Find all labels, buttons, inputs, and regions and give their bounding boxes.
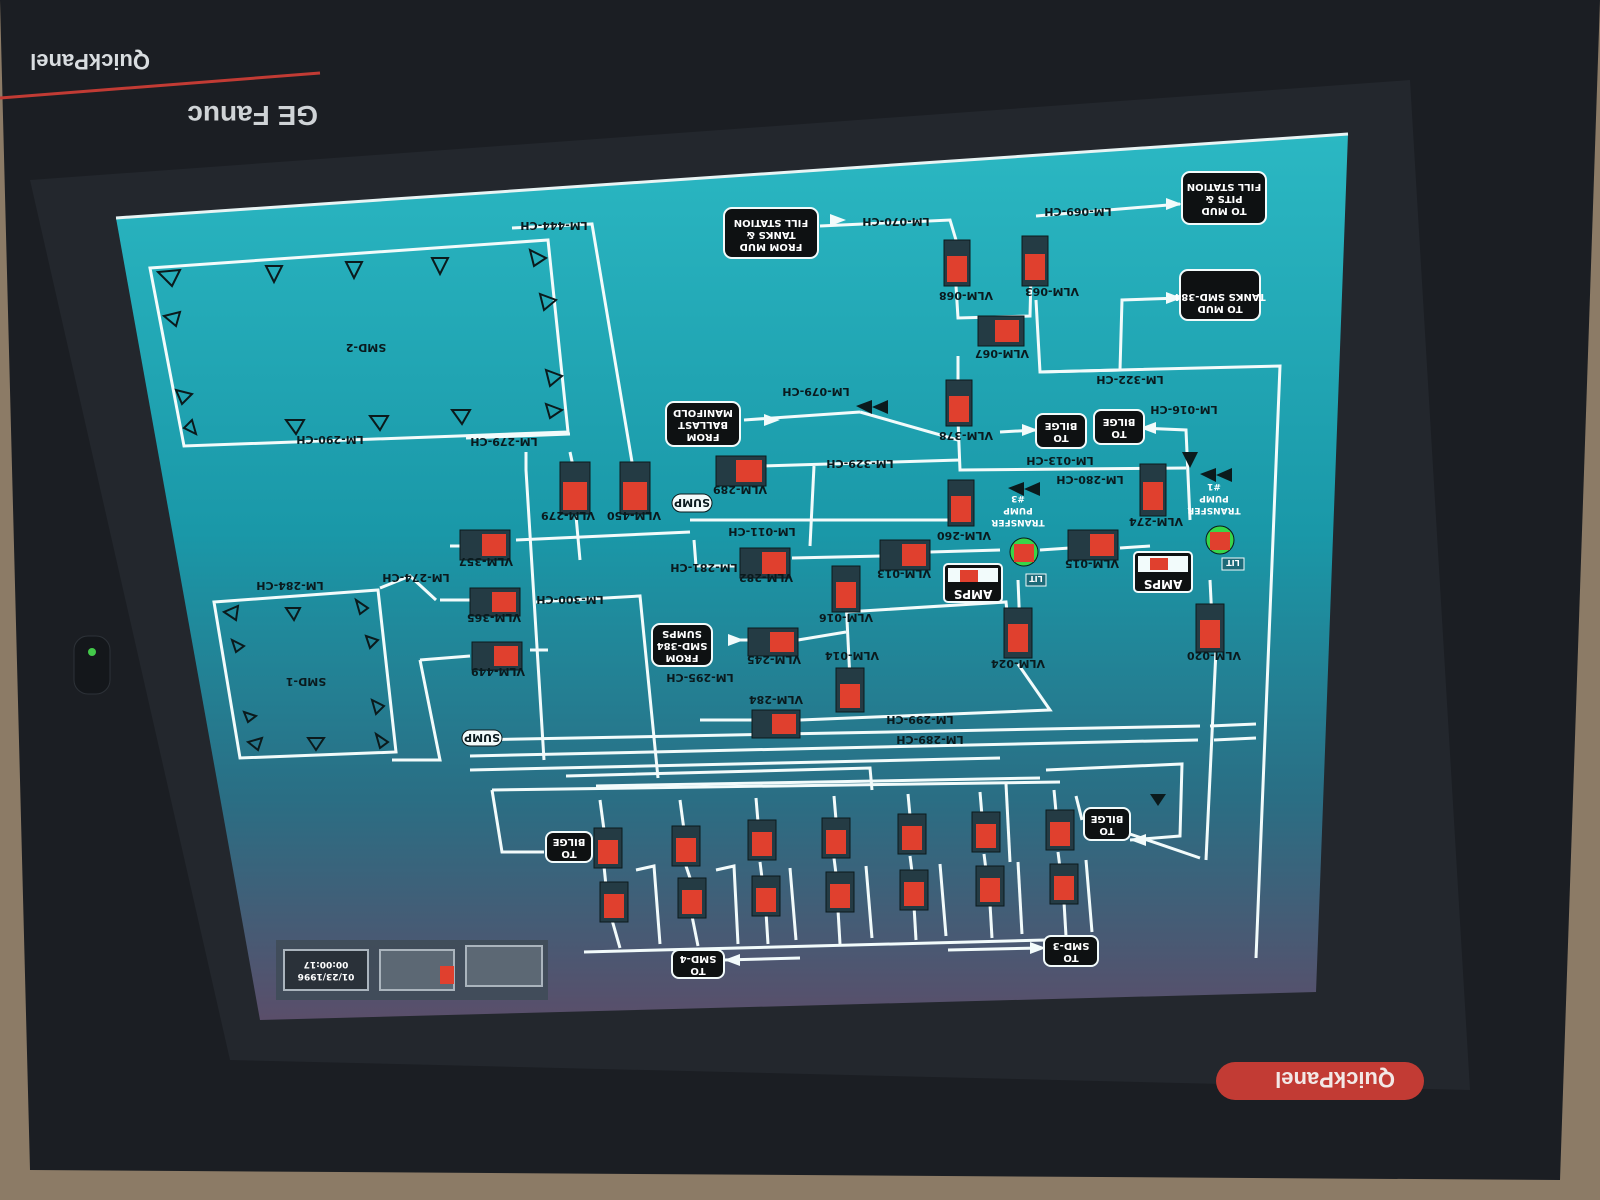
- diagram-label: VLM-274: [1129, 515, 1183, 528]
- diagram-label: LM-281-CH: [670, 561, 737, 574]
- station-label: TOSMD-4: [680, 953, 717, 976]
- station-label: TOBILGE: [552, 836, 585, 859]
- diagram-label: LM-070-CH: [862, 215, 929, 228]
- diagram-label: LM-279-CH: [470, 435, 537, 448]
- amps-label: AMPS: [954, 587, 993, 601]
- station-label: TO MUDTANKS SMD-384: [1174, 291, 1265, 314]
- diagram-label: VLM-014: [825, 649, 879, 662]
- pump-group: [1009, 525, 1235, 567]
- tank-label: SMD-2: [346, 341, 386, 354]
- sump-label: SUMP: [674, 496, 710, 509]
- tank-smd1: [212, 588, 398, 760]
- brand-top: QuickPanel: [30, 49, 150, 74]
- diagram-label: LM-300-CH: [536, 593, 603, 606]
- station-label: TOSMD-3: [1053, 940, 1090, 963]
- station-label: FROMSMD-384SUMPS: [657, 628, 708, 663]
- diagram-label: VLM-378: [939, 429, 993, 442]
- sump-indicator: [461, 729, 503, 747]
- diagram-label: LM-280-CH: [1056, 473, 1123, 486]
- flow-arrows: [724, 198, 1182, 966]
- station-to-bilge-1[interactable]: [1035, 413, 1087, 449]
- lit-indicator: [1025, 573, 1047, 587]
- diagram-label: VLM-289: [713, 483, 767, 496]
- badge-text: QuickPanel: [1275, 1067, 1395, 1092]
- diagram-label: LM-289-CH: [896, 733, 963, 746]
- datetime-label: 01/23/199600:00:17: [298, 959, 355, 981]
- pump-label: TRANSFERPUMP#3: [991, 493, 1044, 527]
- station-label: TOBILGE: [1102, 416, 1135, 439]
- diagram-label: VLM-016: [819, 611, 873, 624]
- diagram-label: LM-444-CH: [520, 219, 587, 232]
- lit-label: LIT: [1226, 558, 1240, 567]
- diagram-label: VLM-284: [749, 693, 803, 706]
- diagram-label: VLM-063: [1025, 285, 1079, 298]
- station-boxes: [461, 171, 1267, 979]
- diagram-label: VLM-067: [975, 347, 1029, 360]
- diagram-label: LM-016-CH: [1150, 403, 1217, 416]
- sump-label: SUMP: [464, 731, 500, 744]
- station-label: TOBILGE: [1090, 813, 1123, 836]
- diagram-label: VLM-357: [459, 555, 513, 568]
- quickpanel-badge: [1216, 1062, 1424, 1100]
- station-label: TO MUDPITS &FILL STATION: [1187, 181, 1261, 216]
- diagram-label: VLM-450: [607, 509, 661, 522]
- station-to-mud-tanks[interactable]: [1179, 269, 1261, 321]
- status-bar: [276, 940, 548, 1000]
- manual-valves: [856, 400, 1232, 806]
- station-label: FROMBALLASTMANIFOLD: [673, 407, 733, 442]
- diagram-label: LM-079-CH: [782, 385, 849, 398]
- diagram-label: VLM-020: [1187, 649, 1241, 662]
- station-label: TOBILGE: [1044, 420, 1077, 443]
- brand-stripe: [0, 71, 321, 100]
- valve-group: [459, 235, 1225, 923]
- diagram-label: VLM-068: [939, 289, 993, 302]
- diagram-label: VLM-449: [471, 665, 525, 678]
- diagram-label: LM-295-CH: [666, 671, 733, 684]
- diagram-label: LM-299-CH: [886, 713, 953, 726]
- station-to-bilge-2[interactable]: [1093, 409, 1145, 445]
- diagram-label: LM-329-CH: [826, 457, 893, 470]
- diagram-label: VLM-245: [747, 653, 801, 666]
- sump-indicator: [671, 493, 713, 513]
- maker-logo: GE Fanuc: [187, 100, 318, 131]
- diagram-label: VLM-279: [541, 509, 595, 522]
- diagram-label: VLM-365: [467, 611, 521, 624]
- tank-nozzles: [155, 248, 565, 752]
- diagram-label: VLM-260: [937, 529, 991, 542]
- diagram-label: LM-322-CH: [1096, 373, 1163, 386]
- station-label: FROM MUDTANKS &FILL STATION: [734, 217, 808, 252]
- status-button-2[interactable]: [465, 945, 543, 987]
- lit-indicator: [1221, 557, 1245, 571]
- diagram-label: LM-274-CH: [382, 571, 449, 584]
- station-from-mud-tanks[interactable]: [723, 207, 819, 259]
- tank-smd2: [148, 238, 570, 448]
- diagram-label: VLM-024: [991, 657, 1045, 670]
- station-from-smd384[interactable]: [651, 623, 713, 667]
- diagram-label: LM-284-CH: [256, 579, 323, 592]
- diagram-label: VLM-015: [1065, 557, 1119, 570]
- station-from-ballast[interactable]: [665, 401, 741, 447]
- diagram-label: LM-013-CH: [1026, 454, 1093, 467]
- status-led: [73, 635, 111, 695]
- station-to-smd4[interactable]: [671, 949, 725, 979]
- diagram-label: VLM-282: [739, 571, 793, 584]
- diagram-label: VLM-013: [877, 567, 931, 580]
- station-to-smd3[interactable]: [1043, 935, 1099, 967]
- station-to-bilge-3[interactable]: [545, 831, 593, 863]
- diagram-label: LM-011-CH: [728, 525, 795, 538]
- pump-label: TRANSFERPUMP#1: [1187, 481, 1240, 515]
- amps-label: AMPS: [1144, 577, 1183, 591]
- station-to-bilge-4[interactable]: [1083, 807, 1131, 841]
- tank-label: SMD-1: [286, 675, 326, 688]
- diagram-label: LM-290-CH: [296, 433, 363, 446]
- lit-label: LIT: [1029, 574, 1043, 583]
- diagram-label: LM-069-CH: [1044, 205, 1111, 218]
- station-to-mud-pits[interactable]: [1181, 171, 1267, 225]
- datetime-box: [283, 949, 369, 991]
